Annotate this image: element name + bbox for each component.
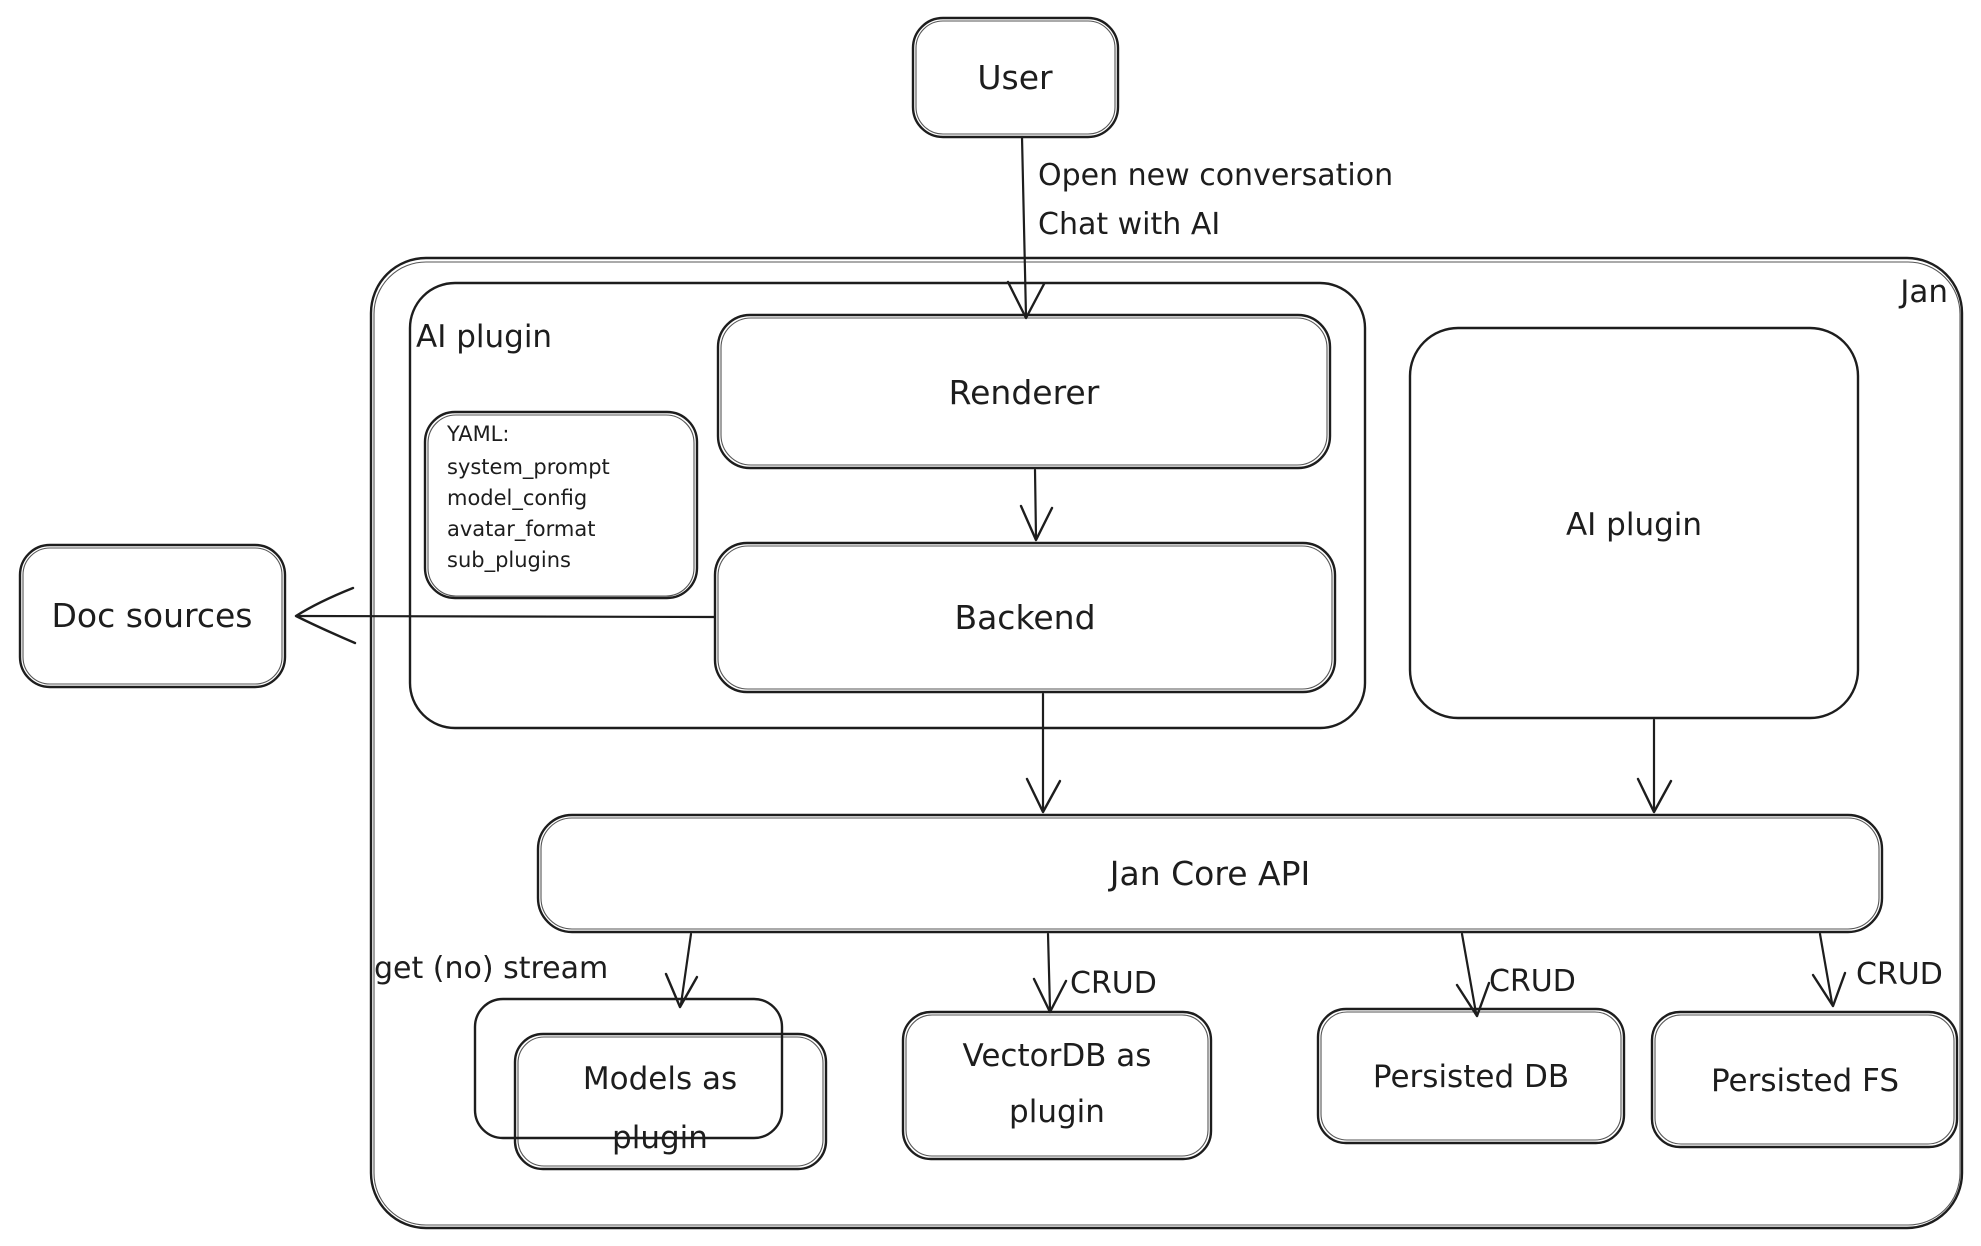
yaml-note[interactable]: YAML: system_prompt model_config avatar_… <box>423 410 699 600</box>
doc-sources-node-label: Doc sources <box>51 596 252 635</box>
backend-node[interactable]: Backend <box>713 541 1337 694</box>
jan-core-api-node-label: Jan Core API <box>1108 854 1310 893</box>
edge-jan-core-api-to-models[interactable]: get (no) stream <box>374 932 699 1009</box>
edge-user-to-renderer-label-line1: Open new conversation <box>1038 158 1393 193</box>
jan-core-api-node[interactable]: Jan Core API <box>536 813 1884 934</box>
models-plugin-node-label-line1: Models as <box>583 1061 737 1097</box>
edge-user-to-renderer[interactable]: Open new conversation Chat with AI <box>1006 135 1393 320</box>
renderer-node-label: Renderer <box>949 373 1100 412</box>
renderer-node[interactable]: Renderer <box>716 313 1332 470</box>
ai-plugin-right-node-label: AI plugin <box>1566 507 1702 543</box>
vector-db-node-label-line1: VectorDB as <box>963 1038 1152 1074</box>
edge-get-no-stream-label: get (no) stream <box>374 951 608 986</box>
yaml-note-line: system_prompt <box>447 455 610 480</box>
yaml-note-line: sub_plugins <box>447 548 571 573</box>
edge-backend-to-doc-sources[interactable] <box>294 586 717 645</box>
models-plugin-node[interactable]: Models as plugin <box>473 997 828 1171</box>
edge-ai-plugin-right-to-jan-core-api[interactable] <box>1636 718 1673 814</box>
yaml-note-line: model_config <box>447 486 587 511</box>
edge-crud-label-vectordb: CRUD <box>1070 966 1157 1001</box>
edge-jan-core-api-to-persisted-db[interactable]: CRUD <box>1455 932 1576 1018</box>
edge-crud-label-persisted-fs: CRUD <box>1856 957 1943 992</box>
yaml-note-title: YAML: <box>446 422 509 446</box>
user-node-label: User <box>977 58 1053 97</box>
ai-plugin-container-label: AI plugin <box>416 319 552 355</box>
vector-db-node-label-line2: plugin <box>1009 1094 1105 1130</box>
user-node[interactable]: User <box>911 16 1120 139</box>
ai-plugin-right-node[interactable]: AI plugin <box>1408 326 1860 720</box>
yaml-note-line: avatar_format <box>447 517 595 542</box>
edge-crud-label-persisted-db: CRUD <box>1489 964 1576 999</box>
edge-renderer-to-backend[interactable] <box>1019 468 1054 542</box>
persisted-db-node[interactable]: Persisted DB <box>1316 1007 1626 1145</box>
persisted-db-node-label: Persisted DB <box>1373 1059 1569 1095</box>
backend-node-label: Backend <box>954 598 1095 637</box>
edge-jan-core-api-to-persisted-fs[interactable]: CRUD <box>1811 932 1943 1008</box>
edge-user-to-renderer-label-line2: Chat with AI <box>1038 207 1220 242</box>
models-plugin-node-label-line2: plugin <box>612 1120 708 1156</box>
persisted-fs-node[interactable]: Persisted FS <box>1650 1010 1959 1149</box>
doc-sources-node[interactable]: Doc sources <box>18 543 287 689</box>
edge-jan-core-api-to-vector-db[interactable]: CRUD <box>1032 932 1157 1014</box>
vector-db-node[interactable]: VectorDB as plugin <box>901 1010 1213 1161</box>
edge-backend-to-jan-core-api[interactable] <box>1025 692 1062 814</box>
jan-container-label: Jan <box>1898 274 1948 310</box>
persisted-fs-node-label: Persisted FS <box>1711 1063 1899 1099</box>
